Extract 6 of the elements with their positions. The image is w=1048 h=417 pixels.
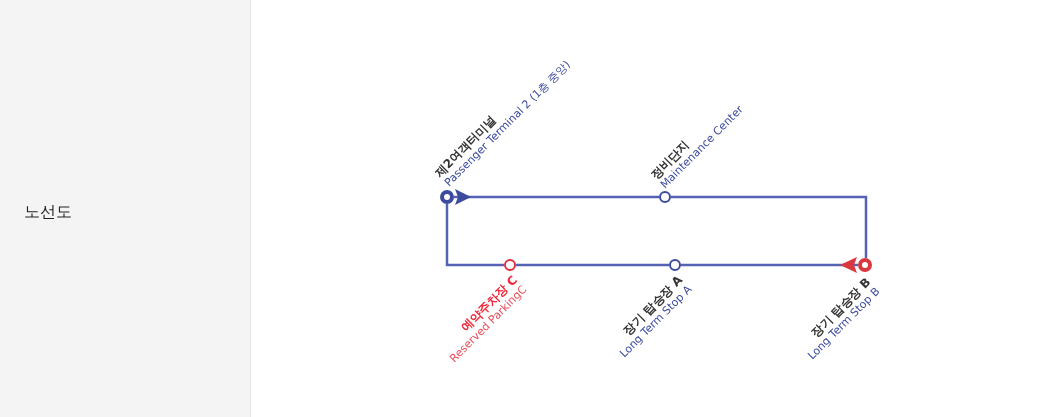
route-line: [516, 263, 669, 267]
route-line: [671, 195, 868, 258]
section-title: 노선도: [24, 202, 72, 223]
route-line: [454, 195, 659, 199]
route-line: [445, 204, 504, 267]
route-line: [681, 263, 858, 267]
